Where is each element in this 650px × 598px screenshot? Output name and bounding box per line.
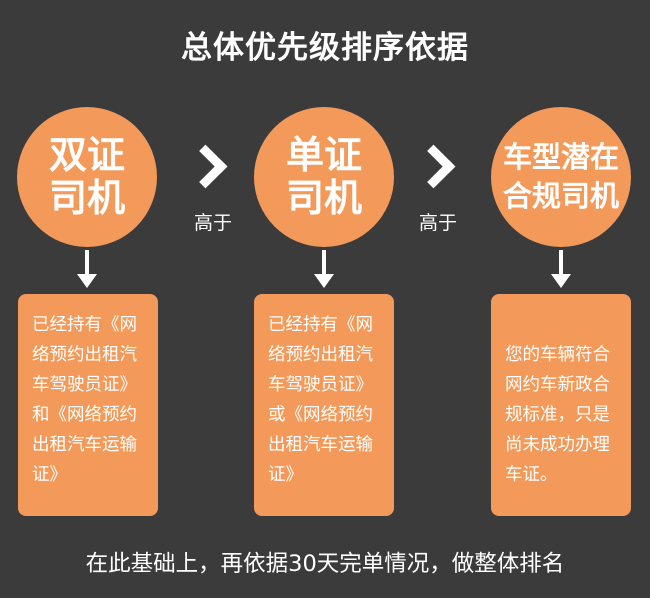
level-3-circle: 车型潜在 合规司机 xyxy=(491,107,631,247)
card-line: 证》 xyxy=(268,465,303,485)
level-1-circle-line-2: 司机 xyxy=(48,176,125,220)
card-line: 出租汽车运输 xyxy=(32,435,137,455)
footer-note: 在此基础上，再依据30天完单情况，做整体排名 xyxy=(85,551,565,577)
page-title: 总体优先级排序依据 xyxy=(181,30,469,66)
card-line: 络预约出租汽 xyxy=(32,345,137,365)
level-2-description-card: 已经持有《网 络预约出租汽 车驾驶员证》 或《网络预约 出租汽车运输 证》 xyxy=(254,294,394,516)
card-line: 已经持有《网 xyxy=(32,315,137,335)
connector-label-2: 高于 xyxy=(418,212,457,234)
level-1-circle-line-1: 双证 xyxy=(48,133,125,178)
level-1-description-card: 已经持有《网 络预约出租汽 车驾驶员证》 和《网络预约 出租汽车运输 证》 xyxy=(18,294,158,516)
card-line: 规标准，只是 xyxy=(505,405,610,425)
chevron-right-icon xyxy=(411,144,456,189)
level-3-circle-line-2: 合规司机 xyxy=(502,179,619,213)
card-line: 证》 xyxy=(32,465,67,485)
level-2-circle-line-2: 司机 xyxy=(285,176,362,220)
card-line: 尚未成功办理 xyxy=(505,435,610,455)
connector-label-1: 高于 xyxy=(193,212,232,234)
level-3-circle-line-1: 车型潜在 xyxy=(502,139,619,174)
card-line: 车证。 xyxy=(505,465,558,485)
card-line: 络预约出租汽 xyxy=(268,345,373,365)
level-3-description-card: 您的车辆符合 网约车新政合 规标准，只是 尚未成功办理 车证。 xyxy=(491,294,631,516)
card-line: 您的车辆符合 xyxy=(505,345,610,365)
card-line: 车驾驶员证》 xyxy=(268,375,373,395)
arrow-down-icon xyxy=(551,250,571,290)
level-1-circle: 双证 司机 xyxy=(17,107,157,247)
arrow-down-icon xyxy=(314,250,334,290)
card-line: 车驾驶员证》 xyxy=(32,375,137,395)
card-line: 和《网络预约 xyxy=(32,405,137,425)
arrow-down-icon xyxy=(77,250,97,290)
card-line: 出租汽车运输 xyxy=(268,435,373,455)
chevron-right-icon xyxy=(183,144,228,189)
level-2-circle: 单证 司机 xyxy=(254,107,394,247)
level-2-circle-line-1: 单证 xyxy=(285,133,362,178)
card-line: 或《网络预约 xyxy=(268,405,373,425)
card-line: 网约车新政合 xyxy=(505,375,610,395)
card-line: 已经持有《网 xyxy=(268,315,373,335)
